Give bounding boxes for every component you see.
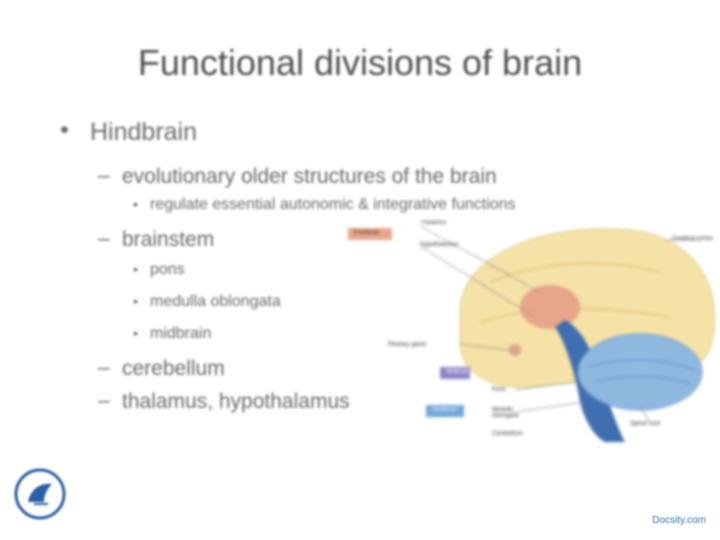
sub-bullet-text: evolutionary older structures of the bra…: [122, 165, 497, 188]
medulla-label: Medulla oblongata: [492, 407, 519, 419]
sub-bullet-text: brainstem: [122, 228, 215, 251]
hindbrain-tag: Hindbrain: [432, 407, 458, 413]
sub-sub-bullet-pons: pons: [60, 261, 516, 279]
dash-marker: –: [98, 227, 110, 250]
pons-label: Pons: [492, 387, 506, 393]
forebrain-tag: Forebrain: [354, 230, 380, 236]
bullet-hindbrain: Hindbrain: [60, 116, 516, 147]
thalamus-shape: [520, 285, 580, 329]
cerebellum-shape: [577, 333, 703, 411]
sub-bullet-older-structures: – evolutionary older structures of the b…: [60, 164, 516, 189]
brain-diagram: Forebrain Thalamus Hypothalamus Cerebral…: [340, 212, 720, 442]
university-logo: [14, 468, 66, 520]
bullet-list: Hindbrain – evolutionary older structure…: [60, 116, 516, 423]
sub-sub-bullet-midbrain: midbrain: [60, 325, 516, 343]
midbrain-tag-swatch: [440, 367, 470, 379]
sub-bullet-brainstem: – brainstem: [60, 227, 516, 252]
pituitary-shape: [509, 344, 521, 356]
cerebellum-fold: [589, 359, 696, 371]
cerebellum-label: Cerebellum: [492, 431, 523, 437]
thalamus-label: Thalamus: [420, 220, 447, 226]
sub-sub-bullet-medulla: medulla oblongata: [60, 293, 516, 311]
spinal-cord-label: Spinal cord: [630, 421, 661, 427]
sub-bullet-thalamus-hypothalamus: – thalamus, hypothalamus: [60, 389, 516, 414]
docsity-watermark[interactable]: Docsity.com: [652, 515, 706, 526]
dash-marker: –: [98, 164, 110, 187]
sub-sub-bullet-regulate: regulate essential autonomic & integrati…: [60, 196, 516, 214]
dash-marker: –: [98, 356, 110, 379]
forebrain-tag-swatch: [348, 228, 392, 240]
midbrain-tag: Midbrain: [446, 369, 470, 375]
sub-bullet-text: thalamus, hypothalamus: [122, 390, 350, 413]
cortex-fold: [489, 262, 661, 283]
sub-bullet-cerebellum: – cerebellum: [60, 356, 516, 381]
slide-title: Functional divisions of brain: [137, 42, 583, 83]
pituitary-label: Pituitary gland: [388, 342, 427, 348]
dash-marker: –: [98, 389, 110, 412]
hypothalamus-label: Hypothalamus: [420, 242, 459, 248]
hindbrain-tag-swatch: [426, 405, 464, 417]
brain-illustration: [419, 225, 716, 442]
leader-lines: [419, 225, 700, 423]
cerebral-cortex-label: Cerebral cortex: [672, 236, 714, 242]
sub-bullet-text: cerebellum: [122, 357, 225, 380]
cerebellum-fold: [594, 375, 691, 385]
